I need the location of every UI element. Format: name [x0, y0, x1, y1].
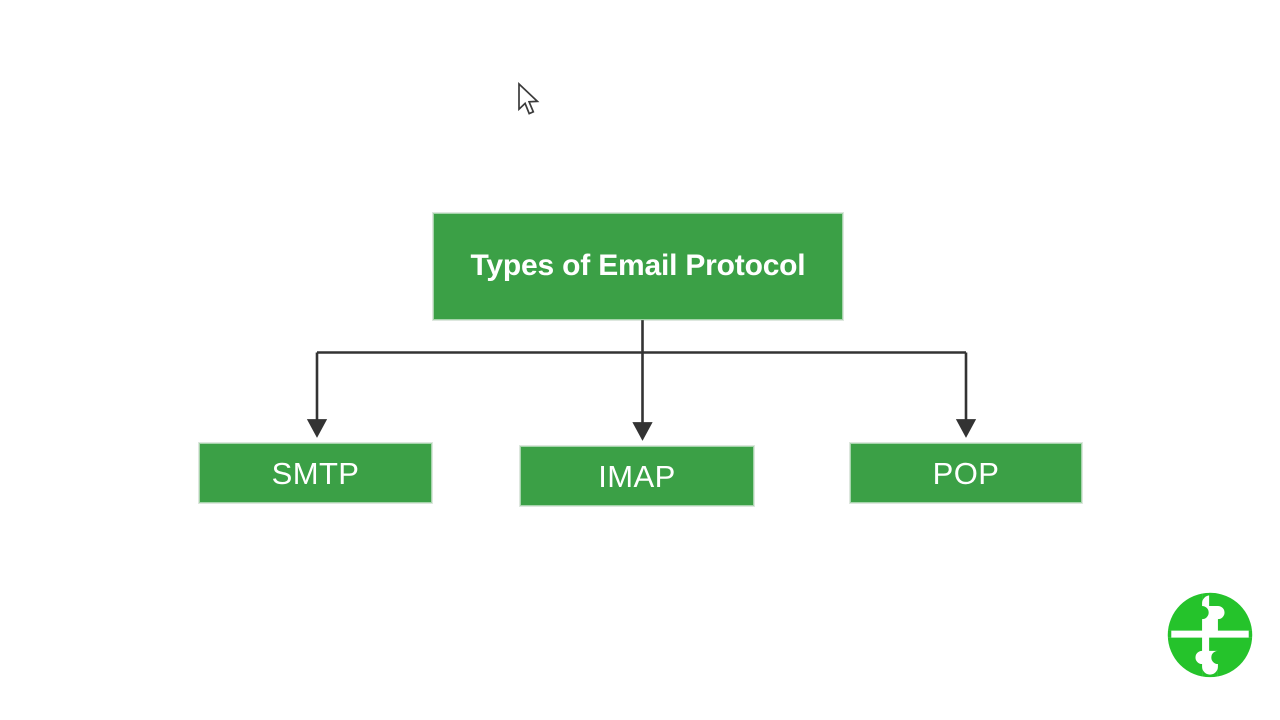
flowchart-node-imap[interactable]: IMAP [520, 446, 754, 506]
flowchart-node-smtp[interactable]: SMTP [199, 443, 432, 503]
puzzle-globe-logo [1167, 592, 1253, 678]
flowchart-node-root-label: Types of Email Protocol [470, 248, 806, 282]
flowchart-node-imap-label: IMAP [598, 458, 676, 494]
flowchart-node-pop-label: POP [932, 455, 1000, 491]
flowchart-node-pop[interactable]: POP [850, 443, 1082, 503]
flowchart-node-root[interactable]: Types of Email Protocol [433, 213, 843, 320]
flowchart-node-smtp-label: SMTP [271, 455, 360, 491]
